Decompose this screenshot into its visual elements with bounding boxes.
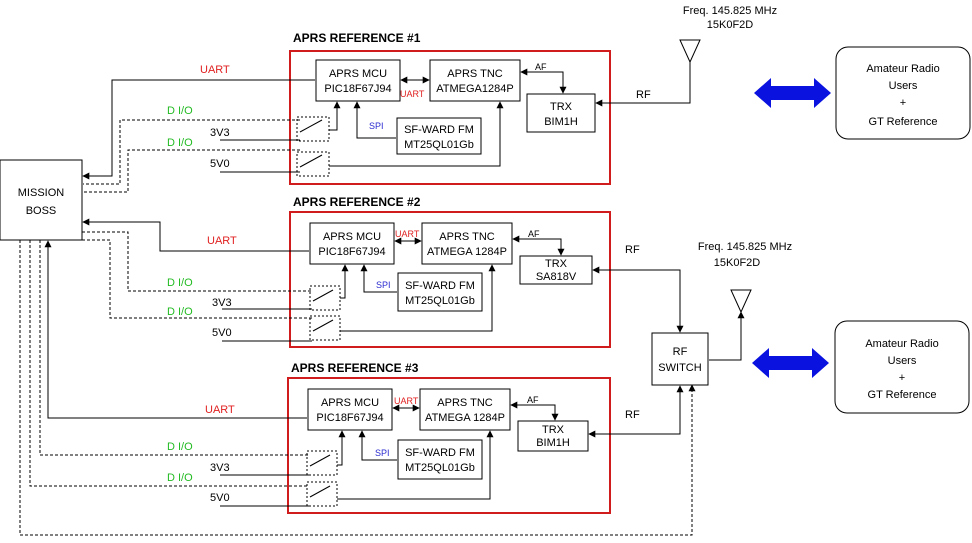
ref3-mcu-line2: PIC18F67J94: [316, 412, 383, 424]
freq-top-line2: 15K0F2D: [707, 19, 754, 31]
rf-switch-section: RF SWITCH RF RF Freq. 145.825 MHz 15K0F2…: [588, 241, 970, 438]
ref1-flash-box: [396, 117, 482, 155]
rf-top-label: RF: [636, 89, 651, 101]
ref1-mcu-line2: PIC18F67J94: [324, 83, 391, 95]
ref1-af-label: AF: [535, 62, 547, 72]
ref2-tnc-line1: APRS TNC: [439, 231, 494, 243]
users-top-line2: Users: [889, 80, 918, 92]
ref1-trx-line2: BIM1H: [544, 116, 578, 128]
users-mid-line2: Users: [888, 355, 917, 367]
ref3-af-label: AF: [527, 395, 539, 405]
rf-switch-line2: SWITCH: [658, 362, 701, 374]
ref3-tnc-line1: APRS TNC: [437, 397, 492, 409]
ref2-trx-box: [519, 255, 593, 285]
ref3-trx-box: [517, 420, 589, 452]
double-arrow-top-icon: [754, 78, 831, 108]
ref1-uart-label: UART: [200, 64, 230, 76]
ref3-5v0-label: 5V0: [210, 492, 230, 504]
ref1-mcu-line1: APRS MCU: [329, 68, 387, 80]
ref3-dio1-label: D I/O: [167, 441, 193, 453]
ref3-mcu-box: [307, 388, 393, 431]
freq-mid-line1: Freq. 145.825 MHz: [698, 241, 792, 253]
ref1-spi-label: SPI: [369, 121, 384, 131]
ref3-flash-box: [397, 439, 483, 480]
ref1-3v3-label: 3V3: [210, 127, 230, 139]
aprs-reference-3: APRS REFERENCE #3 APRS MCU PIC18F67J94 A…: [287, 361, 611, 514]
mission-boss-label-line1: MISSION: [18, 187, 65, 199]
users-top-line3: +: [900, 97, 906, 109]
mission-boss-block: MISSION BOSS: [0, 159, 83, 241]
ref3-tnc-box: [419, 388, 511, 431]
ref2-uart-internal: UART: [395, 229, 420, 239]
ref2-flash-line2: MT25QL01Gb: [405, 295, 475, 307]
ref2-tnc-box: [421, 222, 513, 265]
ref2-5v0-label: 5V0: [212, 327, 232, 339]
antenna-mid-icon: [730, 289, 752, 314]
rf-ref2-label: RF: [625, 244, 640, 256]
ref2-flash-box: [397, 272, 483, 312]
antenna-top-icon: [679, 39, 701, 64]
ref2-dio1-label: D I/O: [167, 277, 193, 289]
users-top-line1: Amateur Radio: [866, 63, 939, 75]
ref2-trx-line2: SA818V: [536, 271, 577, 283]
freq-top-line1: Freq. 145.825 MHz: [683, 5, 777, 17]
ref2-dio2-label: D I/O: [167, 306, 193, 318]
ref1-mcu-box: [315, 59, 401, 102]
users-box-top: [835, 46, 971, 140]
ref1-flash-line2: MT25QL01Gb: [404, 139, 474, 151]
ref1-title: APRS REFERENCE #1: [293, 31, 421, 45]
ref2-uart-label: UART: [207, 235, 237, 247]
interconnect-wires: UART D I/O D I/O 3V3 5V0 UART D I/O D I/…: [19, 64, 696, 536]
ref3-spi-label: SPI: [375, 448, 390, 458]
ref1-flash-line1: SF-WARD FM: [404, 124, 474, 136]
ref3-trx-line1: TRX: [542, 424, 565, 436]
ref2-mcu-line2: PIC18F67J94: [318, 246, 385, 258]
ref1-uart-internal: UART: [400, 89, 425, 99]
ref1-tnc-line2: ATMEGA1284P: [436, 83, 513, 95]
ref3-3v3-label: 3V3: [210, 462, 230, 474]
ref3-flash-line2: MT25QL01Gb: [405, 462, 475, 474]
ref3-mcu-line1: APRS MCU: [321, 397, 379, 409]
ref1-trx-box: [526, 93, 596, 133]
double-arrow-mid-icon: [752, 348, 829, 378]
rf-switch-line1: RF: [673, 346, 688, 358]
ref1-dio2-label: D I/O: [167, 137, 193, 149]
rf-top: RF Freq. 145.825 MHz 15K0F2D Amateur Rad…: [595, 5, 971, 140]
users-mid-line4: GT Reference: [868, 389, 937, 401]
ref2-trx-line1: TRX: [545, 258, 568, 270]
ref3-trx-line2: BIM1H: [536, 437, 570, 449]
ref3-flash-line1: SF-WARD FM: [405, 447, 475, 459]
ref1-tnc-line1: APRS TNC: [447, 68, 502, 80]
ref1-dio1-label: D I/O: [167, 105, 193, 117]
users-mid-line3: +: [899, 372, 905, 384]
ref2-flash-line1: SF-WARD FM: [405, 280, 475, 292]
ref3-title: APRS REFERENCE #3: [291, 361, 419, 375]
aprs-reference-2: APRS REFERENCE #2 APRS MCU PIC18F67J94 A…: [289, 195, 611, 348]
freq-mid-line2: 15K0F2D: [714, 257, 761, 269]
ref3-uart-internal: UART: [394, 396, 419, 406]
ref2-af-label: AF: [528, 229, 540, 239]
ref3-tnc-line2: ATMEGA 1284P: [425, 412, 505, 424]
ref1-trx-line1: TRX: [550, 101, 573, 113]
ref2-3v3-label: 3V3: [212, 297, 232, 309]
ref3-dio2-label: D I/O: [167, 472, 193, 484]
users-box-mid: [834, 320, 970, 414]
ref2-tnc-line2: ATMEGA 1284P: [427, 246, 507, 258]
rf-switch-box: [651, 332, 709, 386]
users-mid-line1: Amateur Radio: [865, 338, 938, 350]
ref2-mcu-line1: APRS MCU: [323, 231, 381, 243]
ref2-mcu-box: [309, 222, 395, 265]
users-top-line4: GT Reference: [869, 116, 938, 128]
mission-boss-label-line2: BOSS: [26, 205, 57, 217]
ref2-title: APRS REFERENCE #2: [293, 195, 421, 209]
aprs-reference-1: APRS REFERENCE #1 APRS MCU PIC18F67J94 A…: [289, 31, 611, 185]
rf-ref3-label: RF: [625, 409, 640, 421]
ref1-5v0-label: 5V0: [210, 158, 230, 170]
ref3-uart-label: UART: [205, 404, 235, 416]
ref1-tnc-box: [429, 59, 521, 102]
ref2-spi-label: SPI: [376, 280, 391, 290]
